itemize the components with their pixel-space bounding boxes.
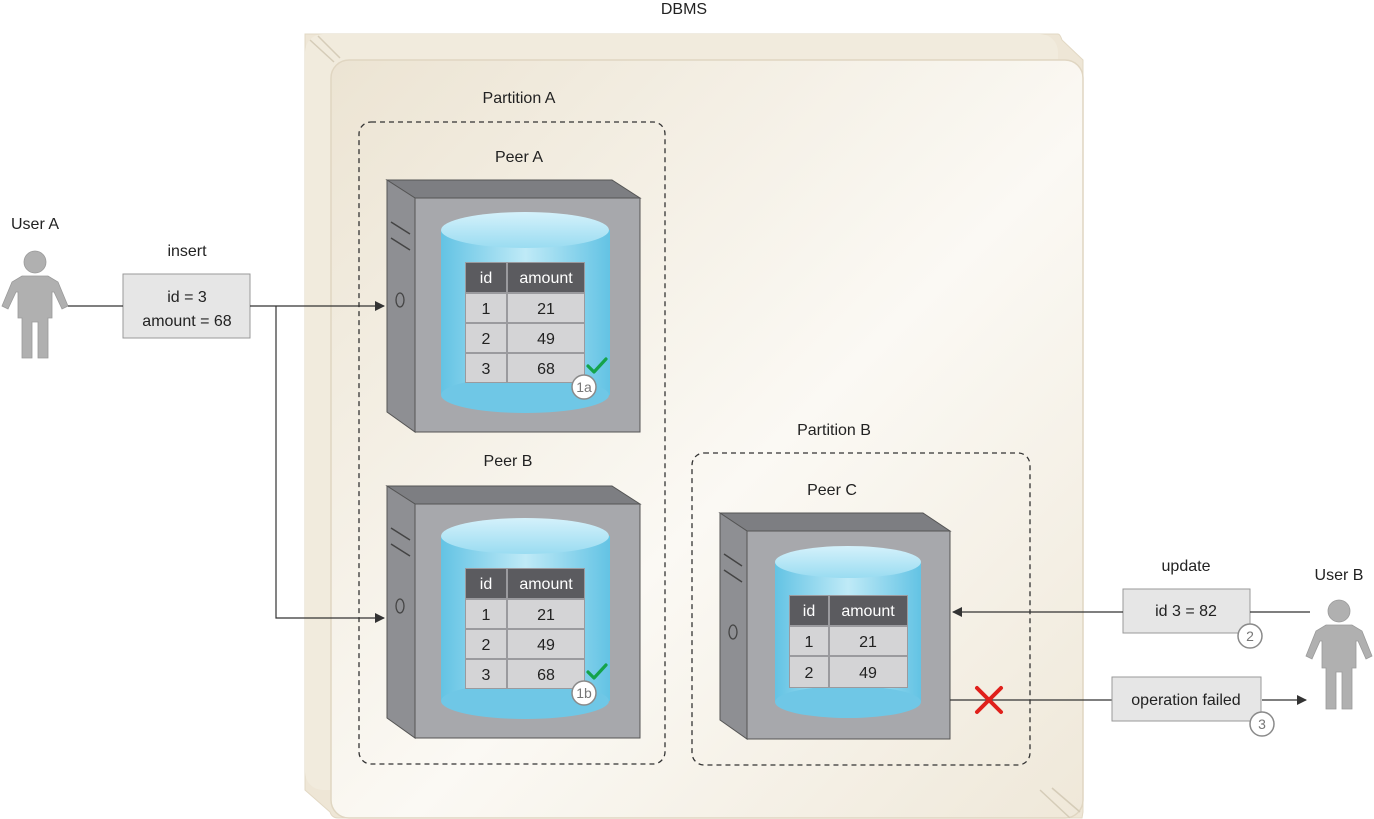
table-cell: 1 xyxy=(482,607,491,624)
table-cell: 3 xyxy=(482,361,491,378)
step-badge-2: 2 xyxy=(1237,623,1263,649)
failure-text: operation failed xyxy=(1131,692,1240,709)
step-badge-1b: 1b xyxy=(571,680,597,706)
svg-text:2: 2 xyxy=(1246,628,1254,644)
table-cell: 1 xyxy=(482,301,491,318)
table-header-cell: amount xyxy=(519,576,573,593)
user-a-label: User A xyxy=(11,216,59,233)
partition-a-label: Partition A xyxy=(483,90,556,107)
table-header-cell: id xyxy=(803,603,815,620)
update-box xyxy=(1122,588,1251,634)
table-cell: 21 xyxy=(537,301,555,318)
peer-c-label: Peer C xyxy=(807,482,857,499)
insert-connectors xyxy=(68,301,385,623)
check-icon xyxy=(586,357,608,374)
table-cell: 3 xyxy=(482,667,491,684)
peer-a-server: id amount 1 21 2 49 3 68 1a xyxy=(385,179,642,433)
partition-b-label: Partition B xyxy=(797,422,871,439)
step-badge-3: 3 xyxy=(1249,711,1275,737)
peer-c-table: id amount 1 21 2 49 xyxy=(789,595,908,688)
update-label: update xyxy=(1162,558,1211,575)
table-cell: 2 xyxy=(805,665,814,682)
peer-b-server: id amount 1 21 2 49 3 68 1b xyxy=(385,485,642,739)
cross-icon xyxy=(975,686,1003,714)
partition-b-box xyxy=(691,452,1031,766)
failure-box xyxy=(1111,676,1262,722)
table-header-cell: amount xyxy=(841,603,895,620)
dbms-label: DBMS xyxy=(661,1,707,18)
table-cell: 2 xyxy=(482,331,491,348)
insert-line: amount = 68 xyxy=(142,313,232,330)
peer-c-server: id amount 1 21 2 49 xyxy=(718,512,952,740)
person-icon xyxy=(1305,599,1373,710)
step-badge-1a: 1a xyxy=(571,374,597,400)
peer-a-table: id amount 1 21 2 49 3 68 xyxy=(465,262,585,383)
svg-text:3: 3 xyxy=(1258,716,1266,732)
table-cell: 21 xyxy=(859,634,877,651)
table-header-cell: id xyxy=(480,576,492,593)
user-b-label: User B xyxy=(1315,567,1364,584)
insert-label: insert xyxy=(167,243,207,260)
table-cell: 21 xyxy=(537,607,555,624)
svg-text:1b: 1b xyxy=(576,685,592,701)
peer-a-label: Peer A xyxy=(495,149,543,166)
table-cell: 49 xyxy=(859,665,877,682)
table-header-cell: amount xyxy=(519,270,573,287)
table-cell: 68 xyxy=(537,361,555,378)
table-cell: 49 xyxy=(537,637,555,654)
check-icon xyxy=(586,663,608,680)
table-cell: 2 xyxy=(482,637,491,654)
table-cell: 1 xyxy=(805,634,814,651)
insert-line: id = 3 xyxy=(167,289,207,306)
peer-b-label: Peer B xyxy=(484,453,533,470)
table-cell: 49 xyxy=(537,331,555,348)
table-cell: 68 xyxy=(537,667,555,684)
peer-b-table: id amount 1 21 2 49 3 68 xyxy=(465,568,585,689)
update-text: id 3 = 82 xyxy=(1155,603,1217,620)
person-icon xyxy=(1,250,69,359)
table-header-cell: id xyxy=(480,270,492,287)
svg-text:1a: 1a xyxy=(576,379,592,395)
